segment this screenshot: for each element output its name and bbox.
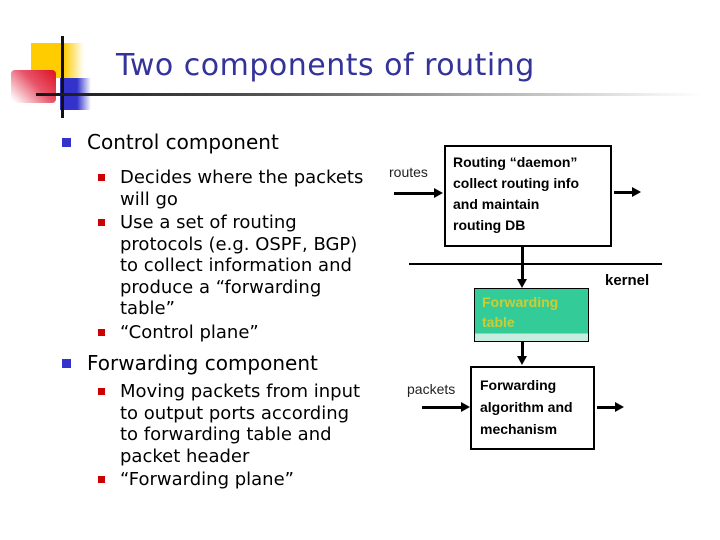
daemon-output-arrow [614, 187, 641, 196]
forwarding-algorithm-box: Forwarding algorithm and mechanism [470, 366, 595, 450]
level2-bullet-icon [98, 219, 105, 226]
table-to-algo-arrow [517, 342, 526, 365]
box-text-line: algorithm and [480, 399, 573, 415]
list-item-line: “Control plane” [120, 321, 259, 343]
routing-daemon-box: Routing “daemon” collect routing info an… [444, 145, 612, 247]
box-text-line: table [482, 314, 515, 330]
box-text-line: collect routing info [453, 175, 579, 191]
box-text-line: Forwarding [482, 294, 559, 310]
section-heading-forwarding: Forwarding component [40, 351, 420, 376]
section-heading-label: Forwarding component [87, 351, 318, 375]
level1-bullet-icon [62, 359, 71, 368]
level2-bullet-icon [98, 174, 105, 181]
box-text-line: and maintain [453, 196, 540, 212]
list-item-line: to collect information and [120, 255, 352, 276]
list-item-line: Moving packets from input [120, 381, 361, 402]
list-item-line: table” [120, 298, 175, 319]
section-heading-control: Control component [40, 130, 420, 155]
list-item: Moving packets from input to output port… [40, 381, 420, 467]
deco-red-square [11, 70, 56, 103]
level2-bullet-icon [98, 476, 105, 483]
kernel-separator-line [409, 263, 662, 265]
kernel-label: kernel [605, 272, 650, 289]
list-item: “Forwarding plane” [40, 469, 420, 491]
packets-label: packets [407, 381, 456, 397]
routes-label: routes [389, 164, 428, 180]
deco-vertical-line [61, 36, 64, 118]
box-text-line: mechanism [480, 421, 558, 437]
box-text-line: Forwarding [480, 377, 557, 393]
list-item-line: packet header [120, 445, 250, 467]
forwarding-table-box: Forwarding table [474, 288, 589, 342]
level2-bullet-icon [98, 388, 105, 395]
list-item-line: to output ports according [120, 402, 350, 424]
list-item: Use a set of routing protocols (e.g. OSP… [40, 212, 420, 320]
title-underline [36, 93, 702, 96]
list-item: “Control plane” [40, 322, 420, 344]
list-item-line: to forwarding table and [120, 424, 332, 445]
level1-bullet-icon [62, 138, 71, 147]
bullet-list: Control component Decides where the pack… [40, 130, 420, 493]
list-item-line: will go [120, 188, 178, 210]
list-item-line: produce a “forwarding [120, 276, 322, 298]
list-item-line: “Forwarding plane” [120, 469, 294, 490]
list-item-line: Decides where the packets [120, 167, 364, 188]
packets-arrow [422, 402, 470, 411]
slide-title: Two components of routing [116, 48, 535, 83]
box-text-line: routing DB [453, 217, 526, 233]
section-heading-label: Control component [87, 130, 279, 154]
routes-arrow [394, 188, 443, 197]
list-item-line: Use a set of routing [120, 212, 297, 233]
algo-output-arrow [597, 402, 624, 411]
level2-bullet-icon [98, 328, 105, 336]
list-item-line: protocols (e.g. OSPF, BGP) [120, 233, 358, 255]
box-text-line: Routing “daemon” [453, 154, 578, 170]
list-item: Decides where the packets will go [40, 167, 420, 210]
